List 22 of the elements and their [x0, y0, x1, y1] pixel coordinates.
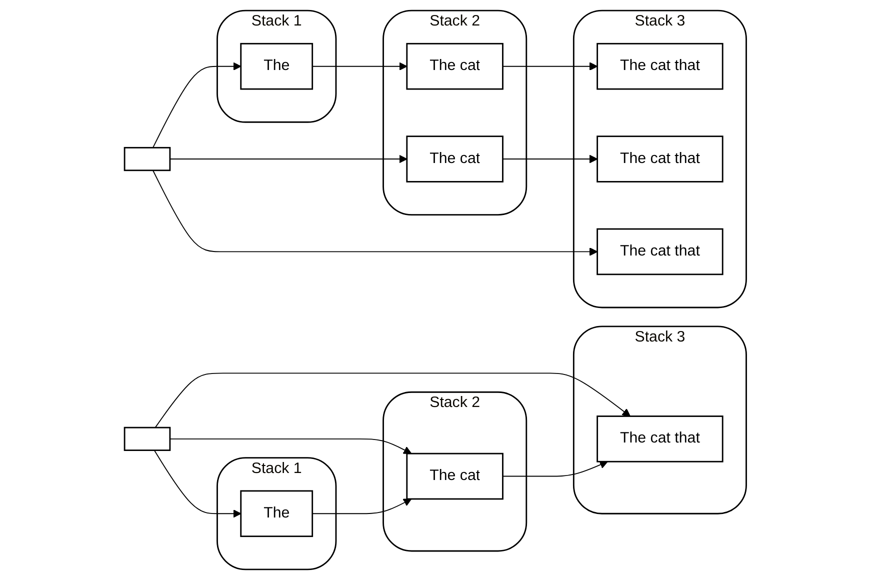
node-box: The cat	[406, 452, 504, 500]
node-box: The cat that	[596, 136, 724, 182]
arrow	[170, 154, 408, 164]
arrow	[502, 460, 608, 477]
node-box	[124, 426, 171, 451]
arrow	[312, 498, 412, 514]
node-box: The	[240, 490, 314, 538]
arrow	[502, 154, 598, 164]
arrow	[152, 170, 598, 256]
arrow	[502, 62, 598, 71]
arrow	[154, 372, 631, 428]
node-box: The cat	[406, 136, 504, 182]
node-box: The	[240, 42, 314, 90]
node-box: The cat that	[596, 416, 724, 462]
node-box	[124, 146, 171, 172]
arrow	[170, 438, 412, 454]
arrow	[152, 62, 242, 148]
arrow	[312, 62, 408, 71]
arrow	[154, 450, 242, 518]
node-box: The cat that	[596, 42, 724, 90]
node-box: The cat	[406, 42, 504, 90]
node-box: The cat that	[596, 228, 724, 276]
